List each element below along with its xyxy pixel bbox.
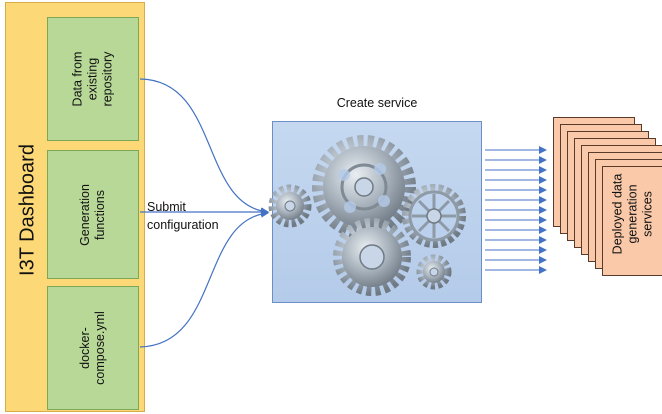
- gear-icon: [268, 184, 312, 228]
- input-box-docker-compose: docker- compose.yml: [47, 286, 139, 410]
- service-sheet-front: [602, 166, 662, 276]
- input-box-generation-functions: Generation functions: [47, 150, 139, 279]
- input-box-repository: Data from existing repository: [47, 17, 139, 141]
- gear-icon: [416, 254, 452, 290]
- gear-icon: [402, 184, 466, 248]
- create-service-label: Create service: [336, 96, 418, 110]
- gear-icon: [333, 218, 411, 296]
- gear-icon: [312, 135, 416, 239]
- connector-docker-compose: [139, 209, 269, 348]
- output-arrows: [485, 146, 547, 274]
- connector-repository: [139, 78, 269, 216]
- submit-configuration-label: Submit configuration: [147, 200, 219, 232]
